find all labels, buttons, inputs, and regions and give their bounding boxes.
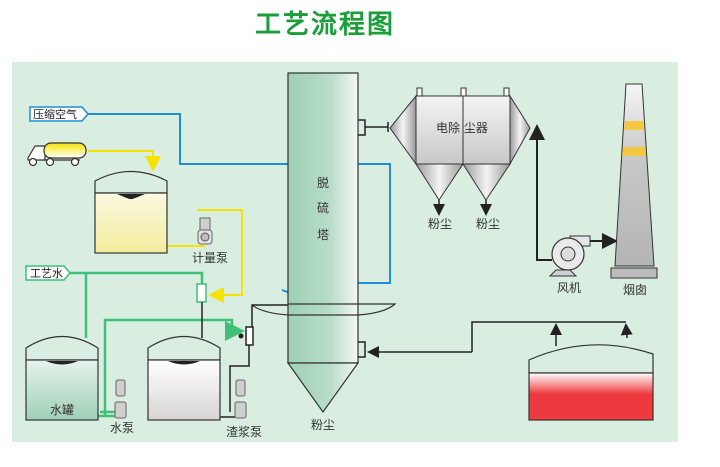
tower-label-2: 硫 <box>317 200 329 215</box>
fan-label: 风机 <box>557 281 581 295</box>
chimney <box>610 83 658 279</box>
compressed-air-tag: 压缩空气 <box>29 106 89 122</box>
water-pump-icon <box>114 379 127 419</box>
hot-gas-line <box>367 321 633 358</box>
process-water-label: 工艺水 <box>30 267 63 280</box>
slurry-tank <box>147 336 221 421</box>
fan-icon <box>548 235 591 277</box>
tower-label-3: 塔 <box>317 228 329 242</box>
tanker-truck-icon <box>27 142 87 167</box>
desulfurization-tower <box>251 72 397 414</box>
hopper-dust-label-right: 粉尘 <box>476 217 500 231</box>
tower-label-1: 脱 <box>317 175 329 190</box>
reagent-tank <box>94 171 168 254</box>
slurry-pump-icon <box>234 379 247 419</box>
electrostatic-precipitator <box>389 87 531 216</box>
flow-meter-icon <box>196 283 207 303</box>
heater-tank <box>528 344 654 421</box>
chimney-label: 烟囱 <box>623 283 647 297</box>
metering-pump-icon <box>197 217 213 245</box>
reagent-line <box>88 150 243 303</box>
precipitator-label: 电除 尘器 <box>436 120 488 135</box>
flue-gas-line <box>529 124 618 261</box>
page-title: 工艺流程图 <box>254 10 395 40</box>
metering-pump-label: 计量泵 <box>192 251 228 265</box>
water-tank <box>25 336 99 421</box>
slurry-pump-label: 渣浆泵 <box>226 424 262 439</box>
process-water-tag: 工艺水 <box>25 265 71 281</box>
compressed-air-label: 压缩空气 <box>33 107 77 121</box>
hopper-dust-label-left: 粉尘 <box>428 217 452 231</box>
water-tank-label: 水罐 <box>50 403 74 417</box>
tower-dust-label: 粉尘 <box>311 418 335 432</box>
water-pump-label: 水泵 <box>110 421 134 435</box>
